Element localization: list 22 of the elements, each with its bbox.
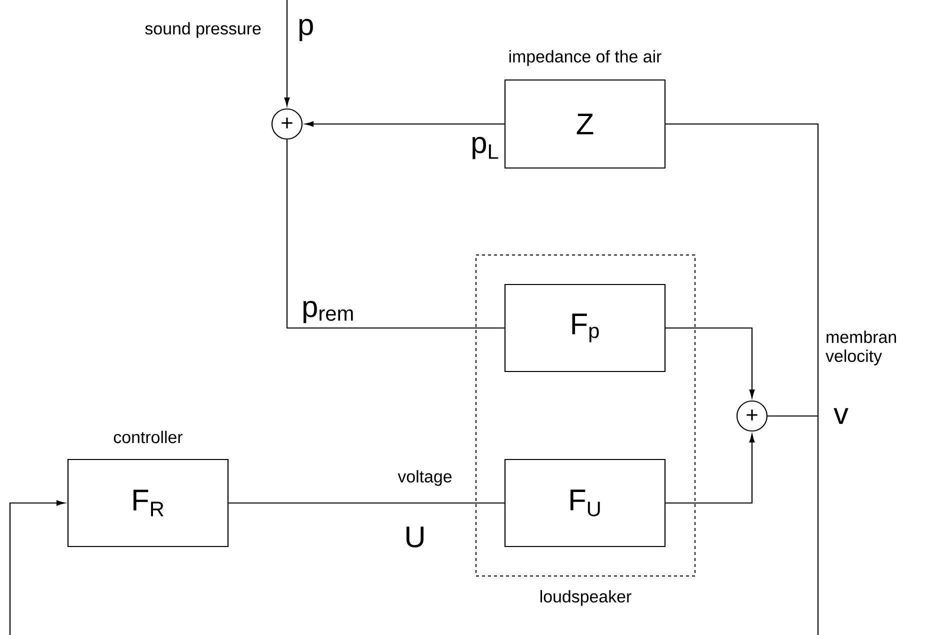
group-caption: loudspeaker xyxy=(540,590,632,606)
block-box: Z xyxy=(504,79,666,169)
signal-label: p xyxy=(299,18,313,42)
connector-arrow xyxy=(9,415,819,635)
connector-arrow xyxy=(284,0,290,106)
block-caption: controller xyxy=(114,430,183,444)
block-box: F$_{U}$ xyxy=(504,458,666,548)
signal-label: v xyxy=(834,408,848,424)
block-box: F$_{R}$ xyxy=(67,458,229,548)
block-caption: impedance of the air xyxy=(509,50,662,66)
signal-label: p$_{L}$ xyxy=(472,136,498,160)
connector-arrow xyxy=(666,327,755,398)
annotation: sound pressure xyxy=(145,22,261,38)
summing-junction: + xyxy=(736,400,768,432)
annotation: membran velocity xyxy=(826,330,896,366)
connector-arrow xyxy=(666,434,755,504)
signal-label: U xyxy=(406,526,424,548)
summing-junction: + xyxy=(271,108,303,140)
connector-arrow xyxy=(305,121,504,127)
block-box: F$_{p}$ xyxy=(504,284,666,372)
annotation: voltage xyxy=(398,470,452,486)
signal-label: p$_{rem}$ xyxy=(303,300,353,324)
